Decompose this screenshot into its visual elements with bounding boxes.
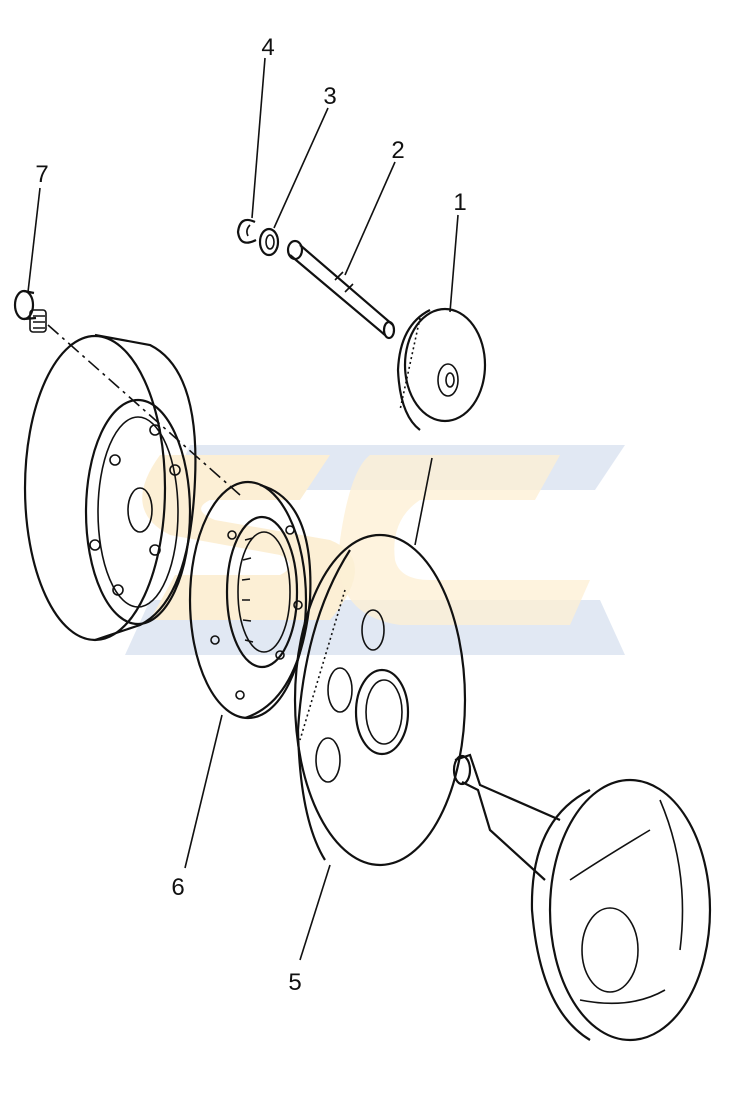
- leader-lines: [27, 57, 459, 961]
- callout-5: 5: [288, 969, 301, 996]
- part-7-bolt: [13, 289, 241, 496]
- callout-2: 2: [391, 137, 404, 164]
- callout-3: 3: [323, 83, 336, 110]
- watermark-logo: [125, 445, 625, 655]
- crankshaft: [452, 753, 712, 1042]
- part-4-circlip: [236, 218, 257, 244]
- callout-6: 6: [171, 874, 184, 901]
- flywheel-rotor: [23, 333, 197, 642]
- callout-4: 4: [261, 34, 274, 61]
- callout-7: 7: [35, 161, 48, 188]
- part-5-starter-gear: [293, 533, 467, 867]
- part-2-shaft: [286, 239, 396, 340]
- part-3-washer: [258, 227, 280, 257]
- callout-1: 1: [453, 189, 466, 216]
- part-6-clutch: [188, 480, 312, 720]
- part-1-idler-gear: [396, 307, 487, 431]
